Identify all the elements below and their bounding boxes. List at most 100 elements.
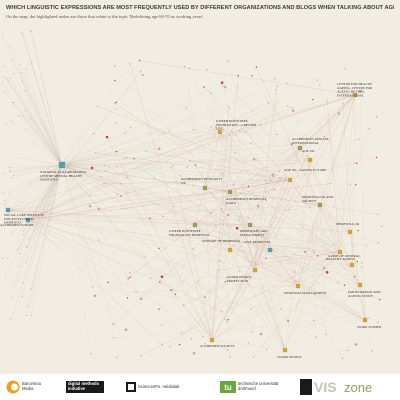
keyword-node[interactable] xyxy=(13,283,15,285)
keyword-node[interactable] xyxy=(178,343,181,346)
keyword-node[interactable] xyxy=(238,129,241,132)
keyword-node[interactable] xyxy=(116,193,119,195)
keyword-node[interactable] xyxy=(278,170,280,172)
keyword-node[interactable] xyxy=(31,62,33,64)
keyword-node[interactable] xyxy=(255,66,258,68)
keyword-node[interactable] xyxy=(238,270,240,272)
keyword-node[interactable] xyxy=(220,310,223,313)
keyword-node[interactable] xyxy=(260,123,262,126)
keyword-node[interactable] xyxy=(293,271,296,273)
keyword-node[interactable] xyxy=(245,130,247,133)
keyword-node[interactable] xyxy=(113,65,116,68)
keyword-node[interactable] xyxy=(99,175,102,178)
keyword-node[interactable] xyxy=(123,132,126,134)
keyword-node[interactable] xyxy=(153,177,156,179)
keyword-node[interactable] xyxy=(160,275,164,279)
keyword-node[interactable] xyxy=(168,130,170,132)
keyword-node[interactable] xyxy=(13,174,15,176)
keyword-node[interactable] xyxy=(295,280,297,282)
keyword-node[interactable] xyxy=(312,98,314,101)
keyword-node[interactable] xyxy=(22,282,24,284)
keyword-node[interactable] xyxy=(247,217,249,219)
keyword-node[interactable] xyxy=(313,251,315,253)
keyword-node[interactable] xyxy=(107,281,109,284)
organization-node[interactable] xyxy=(5,207,11,213)
keyword-node[interactable] xyxy=(28,183,30,185)
keyword-node[interactable] xyxy=(190,338,193,340)
keyword-node[interactable] xyxy=(128,271,131,274)
keyword-node[interactable] xyxy=(173,205,175,208)
organization-node[interactable] xyxy=(252,267,258,273)
keyword-node[interactable] xyxy=(120,195,122,197)
keyword-node[interactable] xyxy=(337,112,341,115)
keyword-node[interactable] xyxy=(169,346,171,348)
keyword-node[interactable] xyxy=(293,253,295,255)
keyword-node[interactable] xyxy=(15,157,17,159)
keyword-node[interactable] xyxy=(224,191,226,193)
keyword-node[interactable] xyxy=(140,354,142,357)
keyword-node[interactable] xyxy=(183,304,185,306)
keyword-node[interactable] xyxy=(228,106,230,108)
keyword-node[interactable] xyxy=(30,30,32,32)
organization-node[interactable] xyxy=(297,145,303,151)
organization-node[interactable] xyxy=(25,217,31,223)
keyword-node[interactable] xyxy=(133,158,135,160)
keyword-node[interactable] xyxy=(354,343,358,346)
keyword-node[interactable] xyxy=(229,356,231,358)
keyword-node[interactable] xyxy=(4,200,6,202)
keyword-node[interactable] xyxy=(250,143,252,145)
keyword-node[interactable] xyxy=(21,115,23,117)
keyword-node[interactable] xyxy=(112,323,114,326)
keyword-node[interactable] xyxy=(125,156,128,159)
keyword-node[interactable] xyxy=(169,288,173,292)
keyword-node[interactable] xyxy=(25,110,27,112)
organization-node[interactable] xyxy=(209,337,215,343)
keyword-node[interactable] xyxy=(221,85,224,87)
keyword-node[interactable] xyxy=(226,320,228,323)
keyword-node[interactable] xyxy=(367,317,369,319)
keyword-node[interactable] xyxy=(234,134,237,136)
organization-node[interactable] xyxy=(217,129,223,135)
keyword-node[interactable] xyxy=(286,319,290,323)
keyword-node[interactable] xyxy=(252,157,256,161)
keyword-node[interactable] xyxy=(160,324,163,326)
keyword-node[interactable] xyxy=(169,167,172,169)
keyword-node[interactable] xyxy=(12,102,14,104)
keyword-node[interactable] xyxy=(4,91,6,93)
keyword-node[interactable] xyxy=(189,159,191,162)
keyword-node[interactable] xyxy=(290,143,293,145)
keyword-node[interactable] xyxy=(22,33,24,35)
keyword-node[interactable] xyxy=(355,162,358,165)
keyword-node[interactable] xyxy=(11,177,13,179)
keyword-node[interactable] xyxy=(121,208,123,210)
keyword-node[interactable] xyxy=(286,105,289,107)
keyword-node[interactable] xyxy=(196,281,198,283)
keyword-node[interactable] xyxy=(226,213,230,217)
keyword-node[interactable] xyxy=(172,234,174,237)
keyword-node[interactable] xyxy=(286,82,288,84)
keyword-node[interactable] xyxy=(271,173,275,177)
keyword-node[interactable] xyxy=(356,260,358,263)
keyword-node[interactable] xyxy=(192,351,196,355)
keyword-node[interactable] xyxy=(284,176,287,179)
keyword-node[interactable] xyxy=(88,204,92,208)
keyword-node[interactable] xyxy=(5,123,7,125)
keyword-node[interactable] xyxy=(20,71,22,73)
keyword-node[interactable] xyxy=(314,294,316,296)
keyword-node[interactable] xyxy=(3,204,5,206)
keyword-node[interactable] xyxy=(342,102,344,105)
organization-node[interactable] xyxy=(192,222,198,228)
keyword-node[interactable] xyxy=(252,356,255,358)
keyword-node[interactable] xyxy=(103,182,105,185)
keyword-node[interactable] xyxy=(247,185,250,188)
keyword-node[interactable] xyxy=(163,132,166,134)
keyword-node[interactable] xyxy=(98,239,100,241)
keyword-node[interactable] xyxy=(276,133,278,136)
sciencespo-logo[interactable]: SciencesPo. médialab xyxy=(126,378,182,396)
keyword-node[interactable] xyxy=(261,236,263,238)
keyword-node[interactable] xyxy=(333,243,336,245)
keyword-node[interactable] xyxy=(379,298,381,301)
keyword-node[interactable] xyxy=(18,115,20,117)
keyword-node[interactable] xyxy=(325,333,327,336)
keyword-node[interactable] xyxy=(129,276,131,278)
